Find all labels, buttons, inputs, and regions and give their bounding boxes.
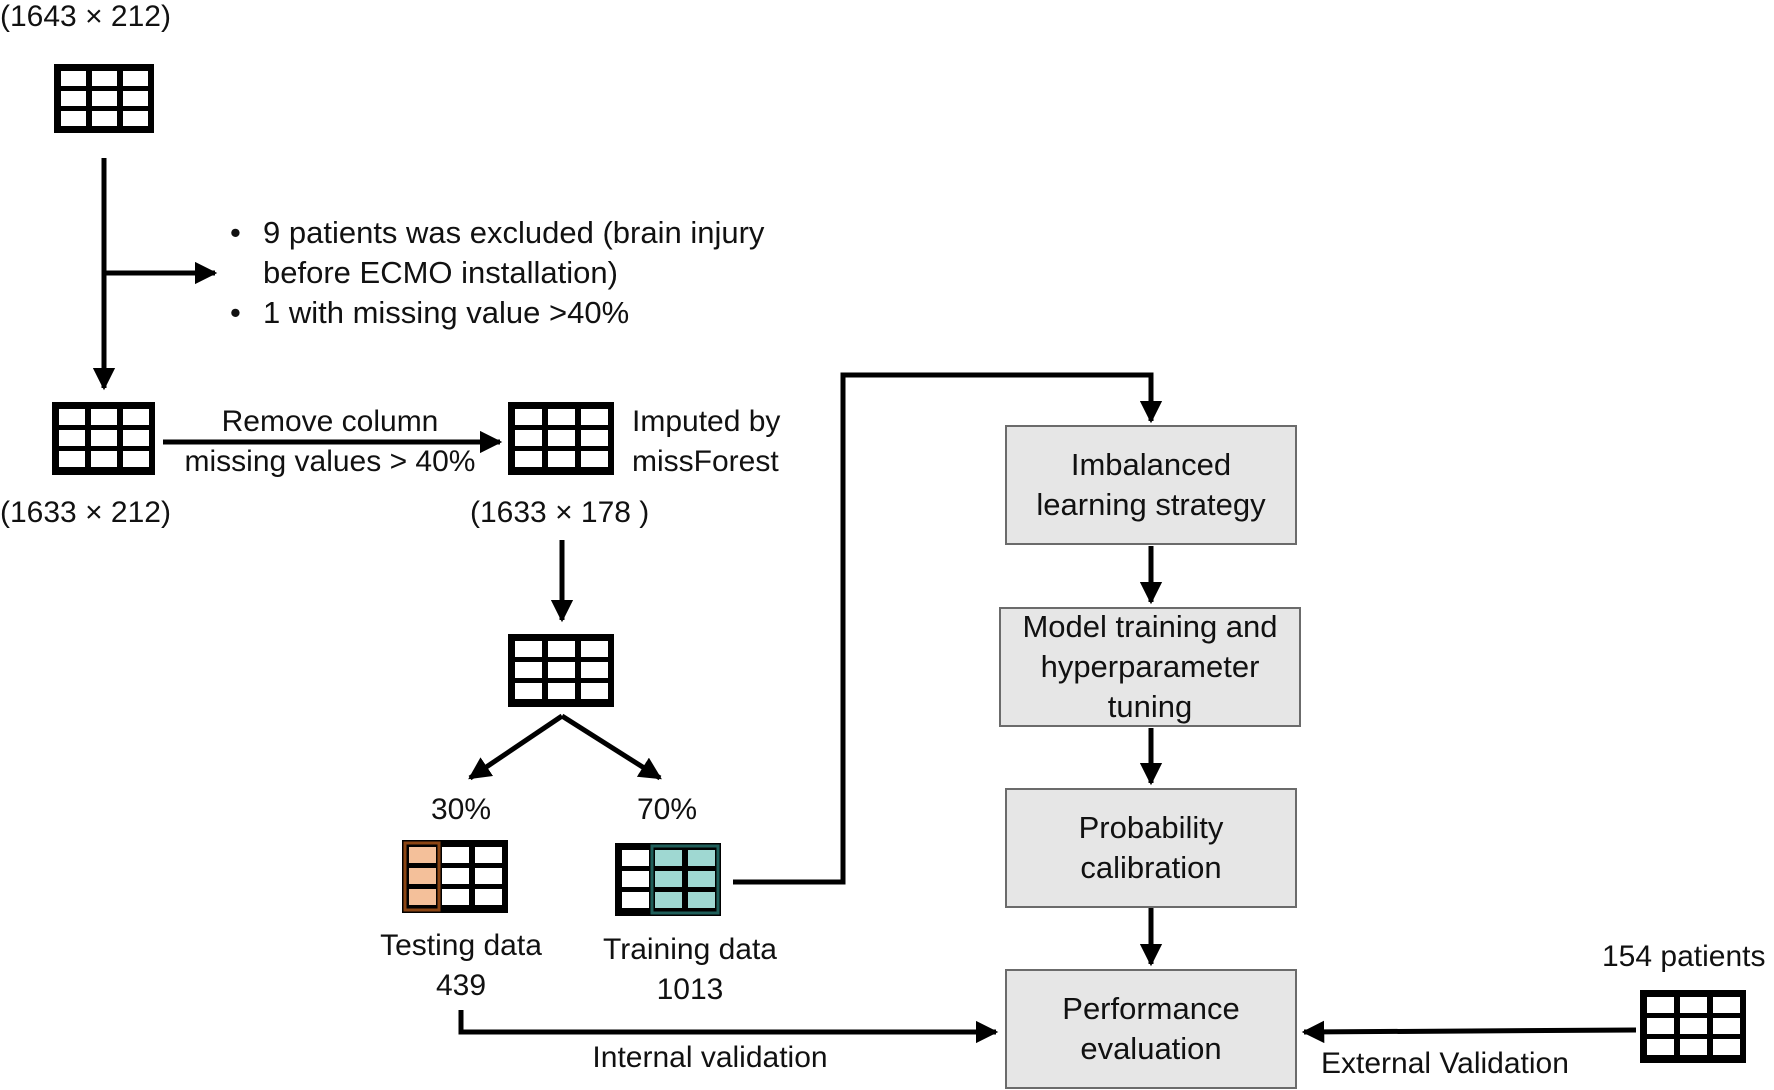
- imputed-dataset-table-icon: [508, 402, 614, 475]
- training-data-table-icon: [615, 843, 721, 916]
- raw-dimension-label: (1643 × 212): [0, 0, 171, 33]
- test-percent-label: 30%: [430, 793, 492, 826]
- exclusion-note: 1 with missing value >40%: [228, 293, 828, 333]
- imputed-dimension-label: (1633 × 178 ): [470, 496, 650, 529]
- probability-calibration-label: Probability calibration: [1078, 810, 1224, 885]
- testing-data-label: Testing data: [380, 929, 542, 962]
- exclusion-note: 9 patients was excluded (brain injury be…: [228, 213, 828, 293]
- training-data-count: 1013: [656, 973, 724, 1006]
- model-training-box: Model training and hyperparameter tuning: [999, 607, 1301, 727]
- imbalanced-learning-label: Imbalanced learning strategy: [1036, 447, 1266, 522]
- remove-column-line1: Remove column: [221, 405, 439, 438]
- probability-calibration-box: Probability calibration: [1005, 788, 1297, 908]
- imbalanced-learning-box: Imbalanced learning strategy: [1005, 425, 1297, 545]
- imputed-line2: missForest: [632, 445, 779, 478]
- testing-data-table-icon: [402, 840, 508, 913]
- testing-data-count: 439: [435, 969, 487, 1002]
- external-cohort-count: 154 patients: [1602, 940, 1766, 973]
- model-training-label: Model training and hyperparameter tuning: [1022, 609, 1278, 724]
- filtered-dataset-table-icon: [52, 402, 155, 475]
- exclusion-notes: 9 patients was excluded (brain injury be…: [228, 213, 828, 333]
- external-dataset-table-icon: [1640, 990, 1746, 1063]
- performance-evaluation-box: Performance evaluation: [1005, 969, 1297, 1089]
- filtered-dimension-label: (1633 × 212): [0, 496, 171, 529]
- arrow-external-validation: [1301, 1020, 1637, 1044]
- arrow-internal-validation: [458, 1010, 999, 1044]
- training-data-label: Training data: [603, 933, 777, 966]
- arrow-split-to-train: [560, 713, 662, 781]
- split-dataset-table-icon: [508, 634, 614, 707]
- performance-evaluation-label: Performance evaluation: [1062, 991, 1240, 1066]
- train-percent-label: 70%: [636, 793, 698, 826]
- external-validation-label: External Validation: [1321, 1047, 1569, 1080]
- arrow-split-to-test: [468, 713, 564, 781]
- remove-column-line2: missing values > 40%: [184, 445, 476, 478]
- arrow-train-to-pipeline: [733, 372, 1163, 885]
- internal-validation-label: Internal validation: [592, 1041, 828, 1074]
- imputed-line1: Imputed by: [632, 405, 781, 438]
- raw-dataset-table-icon: [54, 64, 154, 133]
